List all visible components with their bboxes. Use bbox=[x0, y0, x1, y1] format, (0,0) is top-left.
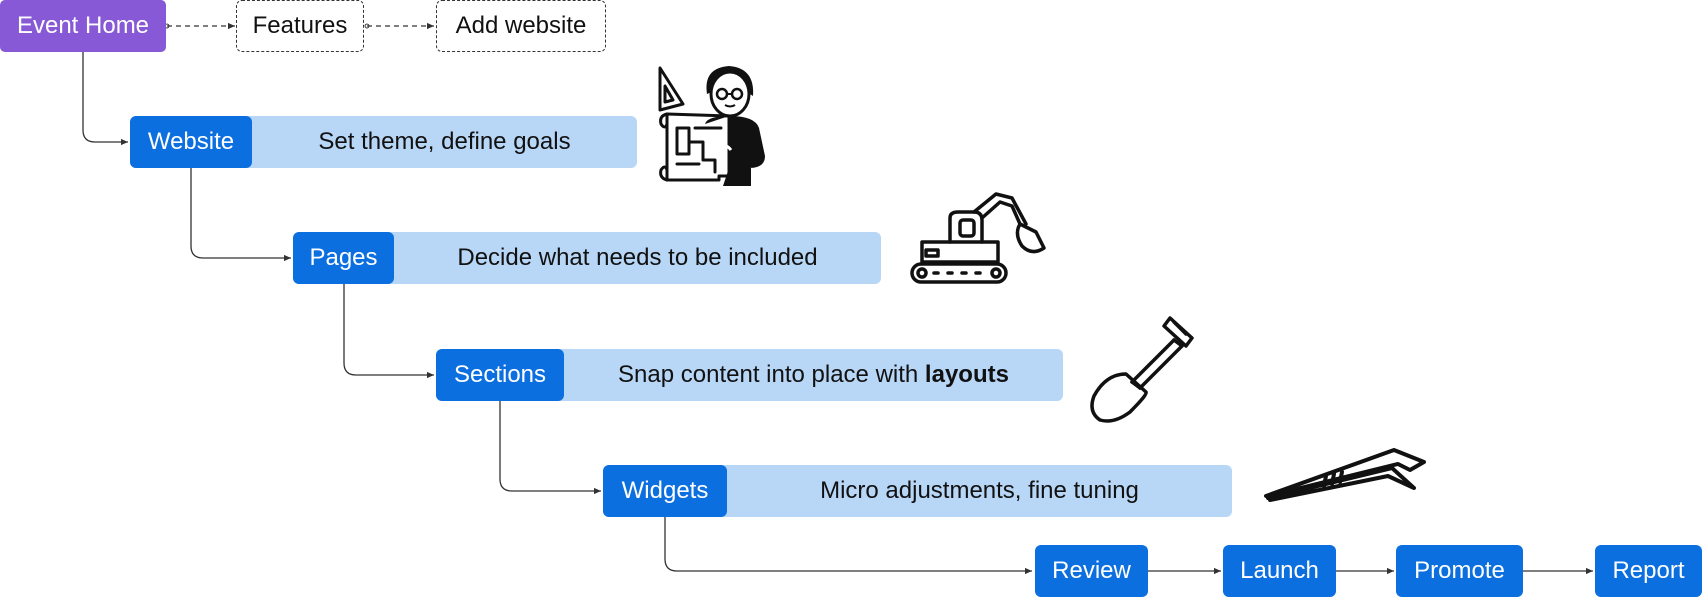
sections-step-tag[interactable]: Sections bbox=[436, 349, 564, 401]
layouts-emphasis: layouts bbox=[924, 361, 1009, 388]
widgets-to-review-connector bbox=[664, 517, 1032, 575]
home-to-website-connector bbox=[82, 51, 128, 146]
widgets-desc-text: Micro adjustments, fine tuning bbox=[820, 477, 1139, 504]
event-home-node[interactable]: Event Home bbox=[0, 0, 166, 52]
sections-desc-text: Snap content into place with bbox=[618, 361, 925, 388]
website-to-pages-connector bbox=[190, 168, 291, 262]
excavator-icon bbox=[910, 192, 1046, 284]
pages-desc-text: Decide what needs to be included bbox=[457, 244, 818, 271]
launch-node[interactable]: Launch bbox=[1223, 545, 1336, 597]
sections-to-widgets-connector bbox=[499, 401, 601, 495]
add-website-node[interactable]: Add website bbox=[436, 0, 606, 52]
widgets-step-tag[interactable]: Widgets bbox=[603, 465, 727, 517]
review-node[interactable]: Review bbox=[1035, 545, 1148, 597]
sections-step-description: Snap content into place with layouts bbox=[564, 349, 1063, 401]
tweezers-icon bbox=[1264, 448, 1426, 502]
widgets-step: Widgets Micro adjustments, fine tuning bbox=[603, 465, 1232, 517]
pages-step: Pages Decide what needs to be included bbox=[293, 232, 881, 284]
report-node[interactable]: Report bbox=[1595, 545, 1702, 597]
shovel-icon bbox=[1090, 316, 1194, 423]
website-step-tag[interactable]: Website bbox=[130, 116, 252, 168]
features-node[interactable]: Features bbox=[236, 0, 364, 52]
sections-step: Sections Snap content into place with la… bbox=[436, 349, 1063, 401]
website-step: Website Set theme, define goals bbox=[130, 116, 637, 168]
website-desc-text: Set theme, define goals bbox=[318, 128, 571, 155]
promote-node[interactable]: Promote bbox=[1396, 545, 1523, 597]
pages-step-tag[interactable]: Pages bbox=[293, 232, 394, 284]
architect-icon bbox=[658, 66, 765, 186]
website-step-description: Set theme, define goals bbox=[252, 116, 637, 168]
pages-to-sections-connector bbox=[343, 284, 434, 379]
widgets-step-description: Micro adjustments, fine tuning bbox=[727, 465, 1232, 517]
pages-step-description: Decide what needs to be included bbox=[394, 232, 881, 284]
